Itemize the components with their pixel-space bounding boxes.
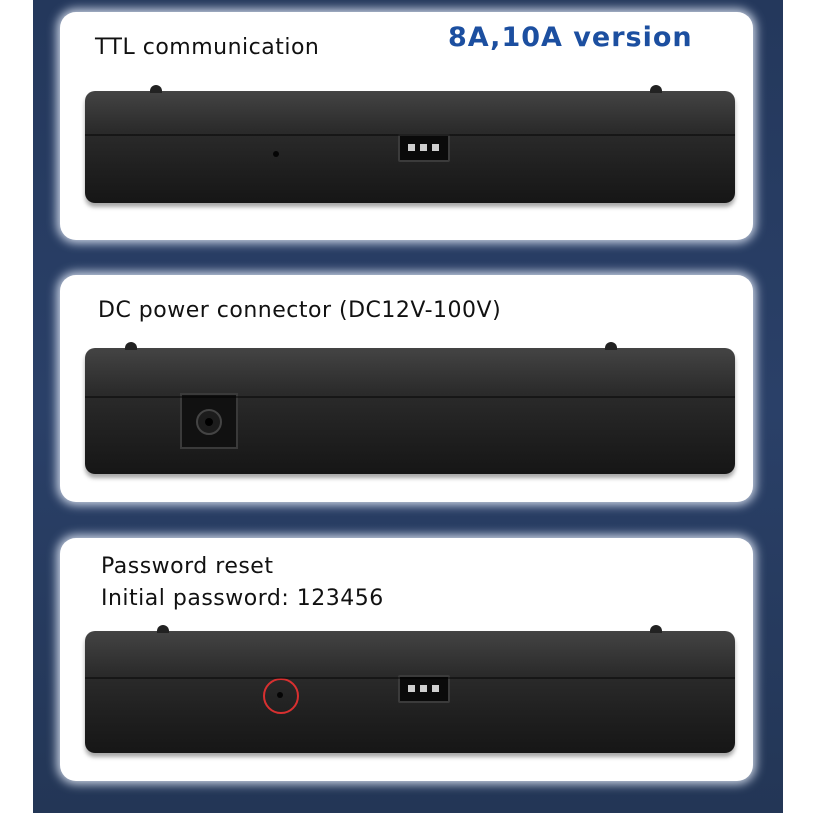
ttl-connector-icon [398,134,450,162]
dc-power-label: DC power connector (DC12V-100V) [98,298,502,323]
password-reset-panel: Password reset Initial password: 123456 [60,538,753,781]
reset-marker-circle-icon [263,678,299,714]
device-side-view [85,85,735,203]
device-foot [150,85,162,93]
device-side-view [85,342,735,474]
device-foot [605,342,617,350]
initial-password-label: Initial password: 123456 [101,586,384,611]
ttl-panel: TTL communication 8A,10A version [60,12,753,240]
ttl-connector-icon [398,675,450,703]
device-foot [125,342,137,350]
device-side-view [85,625,735,753]
small-hole [273,151,279,157]
device-foot [157,625,169,633]
dc-power-panel: DC power connector (DC12V-100V) [60,275,753,502]
device-foot [650,85,662,93]
device-foot [650,625,662,633]
dc-jack-icon [180,393,238,449]
version-badge: 8A,10A version [448,22,693,53]
password-reset-label: Password reset [101,554,274,579]
ttl-label: TTL communication [95,35,320,60]
